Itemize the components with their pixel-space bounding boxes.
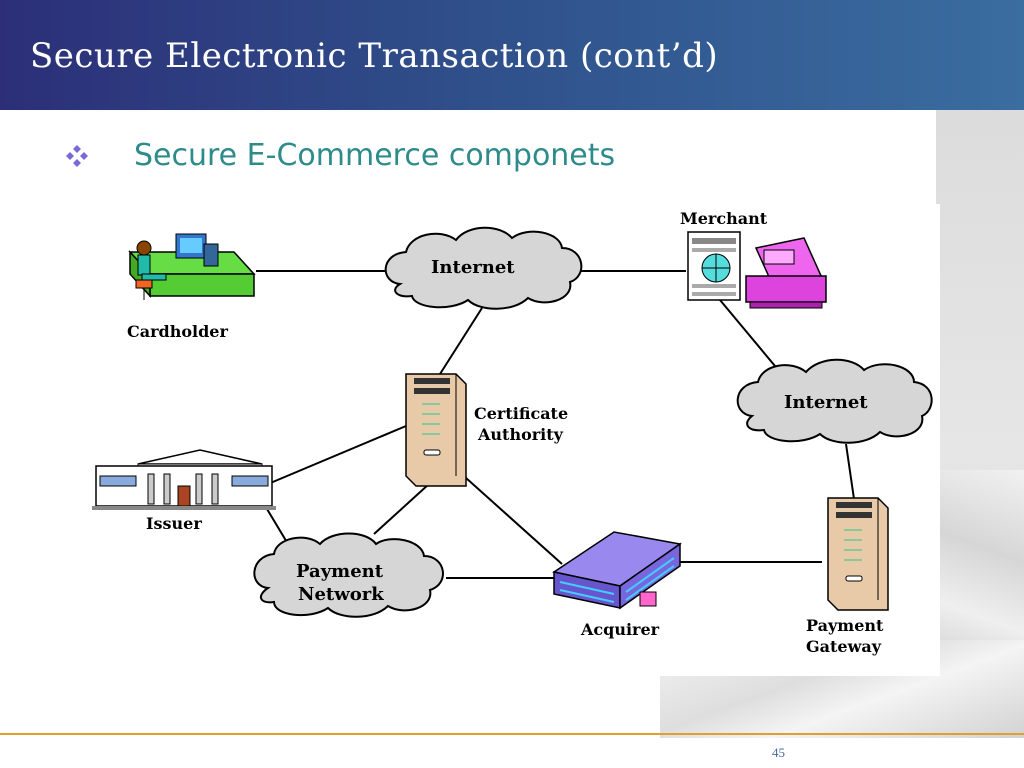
payment-gateway-server-icon [827, 497, 889, 611]
internet-top-label: Internet [431, 257, 515, 278]
issuer-bank-icon [92, 449, 276, 510]
payment-gateway-label-line1: Payment [806, 616, 884, 635]
certificate-authority-server-icon [405, 373, 467, 487]
cash-register-icon [745, 237, 827, 309]
payment-network-label-line1: Payment [296, 561, 384, 582]
issuer-label: Issuer [146, 514, 202, 533]
page-number: 45 [772, 745, 785, 760]
set-diagram: Cardholder Internet Merchant Int [84, 204, 940, 676]
slide-title: Secure Electronic Transaction (cont’d) [30, 36, 719, 76]
internet-cloud-right [736, 358, 933, 444]
bullet-text: Secure E-Commerce componets [134, 138, 616, 173]
cardholder-label: Cardholder [127, 322, 228, 341]
title-bar: Secure Electronic Transaction (cont’d) [0, 0, 1024, 110]
payment-gateway-label-line2: Gateway [806, 637, 882, 656]
payment-network-label-line2: Network [298, 584, 384, 605]
payment-network-cloud [253, 532, 444, 618]
merchant-label: Merchant [680, 209, 768, 228]
merchant-server-icon [687, 231, 741, 301]
footer-divider [0, 733, 1024, 735]
cardholder-workstation-icon [128, 233, 256, 300]
acquirer-label: Acquirer [580, 620, 660, 639]
certificate-authority-label-line1: Certificate [474, 404, 568, 423]
certificate-authority-label-line2: Authority [477, 425, 564, 444]
decorative-keyboard-image-side [936, 470, 1024, 670]
internet-right-label: Internet [784, 392, 868, 413]
diamond-bullet-icon [66, 145, 88, 167]
acquirer-building-icon [552, 531, 682, 610]
internet-cloud-top [384, 226, 583, 310]
diagram-svg: Cardholder Internet Merchant Int [92, 209, 933, 656]
connection-lines [256, 270, 855, 579]
